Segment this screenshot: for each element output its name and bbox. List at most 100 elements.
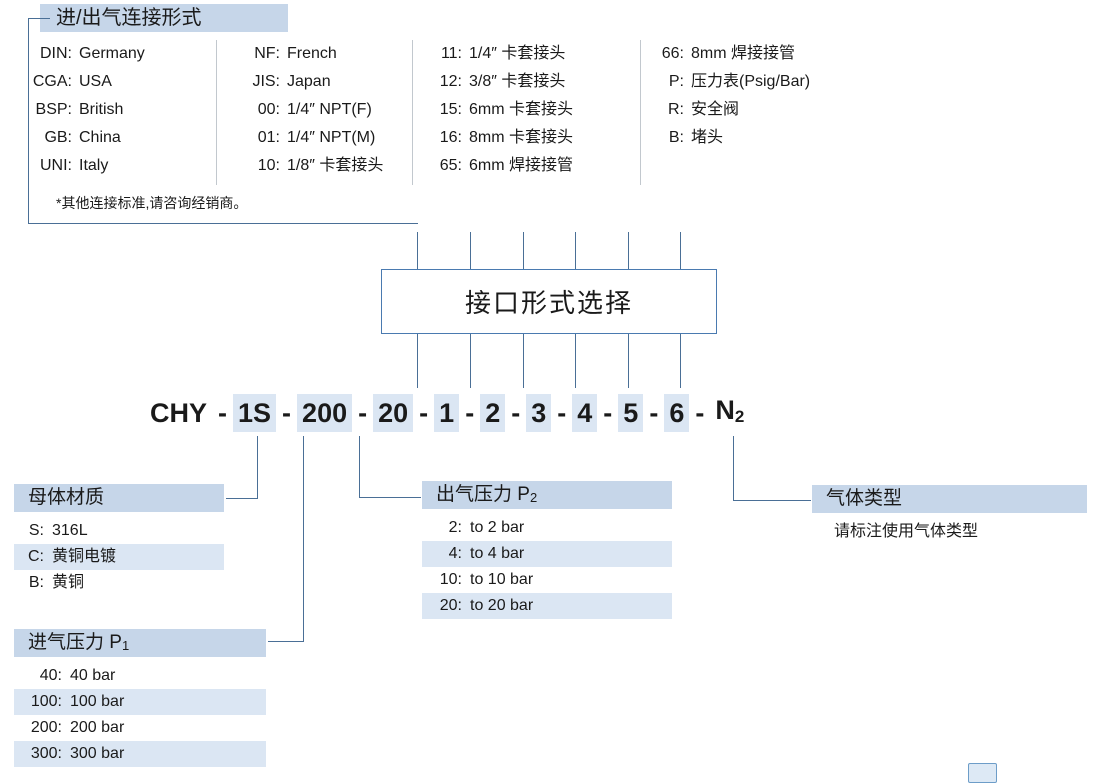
outlet-pressure-title: 出气压力 P2: [422, 481, 672, 509]
gas-type-block: 气体类型 请标注使用气体类型: [812, 485, 1087, 545]
inlet-pressure-rows: 40:40 bar 100:100 bar 200:200 bar 300:30…: [14, 663, 266, 767]
row-value: USA: [79, 73, 112, 90]
model-dash: -: [557, 398, 567, 428]
model-seg-port-3: 3: [526, 394, 552, 432]
connector-up-1: [417, 232, 418, 270]
connector-up-5: [628, 232, 629, 270]
row-code: C:: [28, 548, 44, 565]
bracket-horizontal-bottom: [28, 223, 418, 224]
row-value: 黄铜电镀: [52, 548, 117, 565]
list-item: R:安全阀: [660, 96, 810, 124]
connector-down-4: [575, 332, 576, 388]
leader-inlet-horizontal: [268, 641, 304, 642]
row-code: NF:: [254, 45, 280, 62]
list-item: 2: to 2 bar: [422, 515, 672, 541]
connection-column-ferrule: 11:1/4″ 卡套接头 12:3/8″ 卡套接头 15:6mm 卡套接头 16…: [432, 40, 573, 180]
list-item: NF: French: [236, 40, 383, 68]
row-code: BSP:: [35, 101, 72, 118]
row-code: UNI:: [40, 157, 72, 174]
model-dash: -: [649, 398, 659, 428]
list-item: 65:6mm 焊接接管: [432, 152, 573, 180]
connector-down-3: [523, 332, 524, 388]
list-item: GB:China: [20, 124, 145, 152]
list-item: S: 316L: [14, 518, 224, 544]
material-block: 母体材质 S:316L C:黄铜电镀 B:黄铜: [14, 484, 224, 596]
row-value: 200 bar: [70, 719, 125, 736]
row-code: 300:: [30, 745, 62, 762]
leader-material-vertical: [257, 436, 258, 498]
row-code: 66:: [661, 45, 684, 62]
leader-outlet-horizontal: [359, 497, 421, 498]
model-code-string: CHY - 1S - 200 - 20 - 1 - 2 - 3 - 4 - 5 …: [150, 394, 744, 432]
row-value: 1/4″ 卡套接头: [469, 45, 566, 62]
list-item: B:黄铜: [14, 570, 224, 596]
row-code: 200:: [30, 719, 62, 736]
row-value: 8mm 卡套接头: [469, 129, 574, 146]
connector-down-6: [680, 332, 681, 388]
model-seg-gas: N2: [710, 391, 744, 436]
row-value: 8mm 焊接接管: [691, 45, 796, 62]
list-item: B:堵头: [660, 124, 810, 152]
row-value: to 2 bar: [470, 519, 525, 536]
list-item: 11: 1/4″ 卡套接头: [432, 40, 573, 68]
row-value: to 20 bar: [470, 597, 534, 614]
list-item: BSP:British: [20, 96, 145, 124]
leader-gas-horizontal: [733, 500, 811, 501]
row-code: DIN:: [40, 45, 72, 62]
model-dash: -: [603, 398, 613, 428]
list-item: 100:100 bar: [14, 689, 266, 715]
connector-up-4: [575, 232, 576, 270]
row-value: 316L: [52, 522, 88, 539]
connector-down-2: [470, 332, 471, 388]
row-code: 4:: [448, 545, 462, 562]
list-item: 20: to 20 bar: [422, 593, 672, 619]
row-code: S:: [28, 522, 44, 539]
list-item: 200: 200 bar: [14, 715, 266, 741]
row-value: 黄铜: [52, 574, 85, 591]
inlet-pressure-title: 进气压力 P1: [14, 629, 266, 657]
row-code: 20:: [439, 597, 462, 614]
connection-column-standards: DIN:Germany CGA: USA BSP:British GB:China…: [20, 40, 145, 180]
connector-down-1: [417, 332, 418, 388]
list-item: 4: to 4 bar: [422, 541, 672, 567]
model-seg-port-6: 6: [664, 394, 690, 432]
list-item: JIS:Japan: [236, 68, 383, 96]
row-value: to 4 bar: [470, 545, 525, 562]
model-seg-series: CHY: [150, 398, 208, 428]
connection-panel-title: 进/出气连接形式: [40, 4, 288, 32]
row-code: CGA:: [32, 73, 72, 90]
page-corner-widget[interactable]: [968, 763, 997, 783]
list-item: 10:to 10 bar: [422, 567, 672, 593]
gas-type-title: 气体类型: [812, 485, 1087, 513]
row-value: Japan: [287, 73, 331, 90]
row-value: 300 bar: [70, 745, 125, 762]
model-dash: -: [218, 398, 228, 428]
model-dash: -: [511, 398, 521, 428]
row-code: 2:: [448, 519, 462, 536]
list-item: 00:1/4″ NPT(F): [236, 96, 383, 124]
list-item: DIN:Germany: [20, 40, 145, 68]
row-code: 11:: [440, 45, 462, 62]
row-value: French: [287, 45, 337, 62]
row-code: GB:: [44, 129, 72, 146]
connector-up-3: [523, 232, 524, 270]
list-item: 16:8mm 卡套接头: [432, 124, 573, 152]
material-rows: S: 316L C: 黄铜电镀 B:黄铜: [14, 518, 224, 596]
connection-column-accessories: 66:8mm 焊接接管 P:压力表(Psig/Bar) R:安全阀 B:堵头: [660, 40, 810, 152]
model-dash: -: [282, 398, 292, 428]
gas-type-rows: 请标注使用气体类型: [812, 519, 1087, 545]
row-value: 1/8″ 卡套接头: [287, 157, 384, 174]
connector-down-5: [628, 332, 629, 388]
column-divider-1: [216, 40, 217, 185]
row-code: 65:: [439, 157, 462, 174]
row-value: 压力表(Psig/Bar): [691, 73, 811, 90]
model-seg-gas-subscript: 2: [734, 406, 745, 426]
interface-selection-box: 接口形式选择: [381, 269, 717, 334]
connection-panel-footnote: *其他连接标准,请咨询经销商。: [56, 195, 248, 211]
model-seg-port-5: 5: [618, 394, 644, 432]
leader-material-horizontal: [226, 498, 258, 499]
row-value: 40 bar: [70, 667, 116, 684]
model-dash: -: [358, 398, 368, 428]
list-item: 01:1/4″ NPT(M): [236, 124, 383, 152]
list-item: 15:6mm 卡套接头: [432, 96, 573, 124]
